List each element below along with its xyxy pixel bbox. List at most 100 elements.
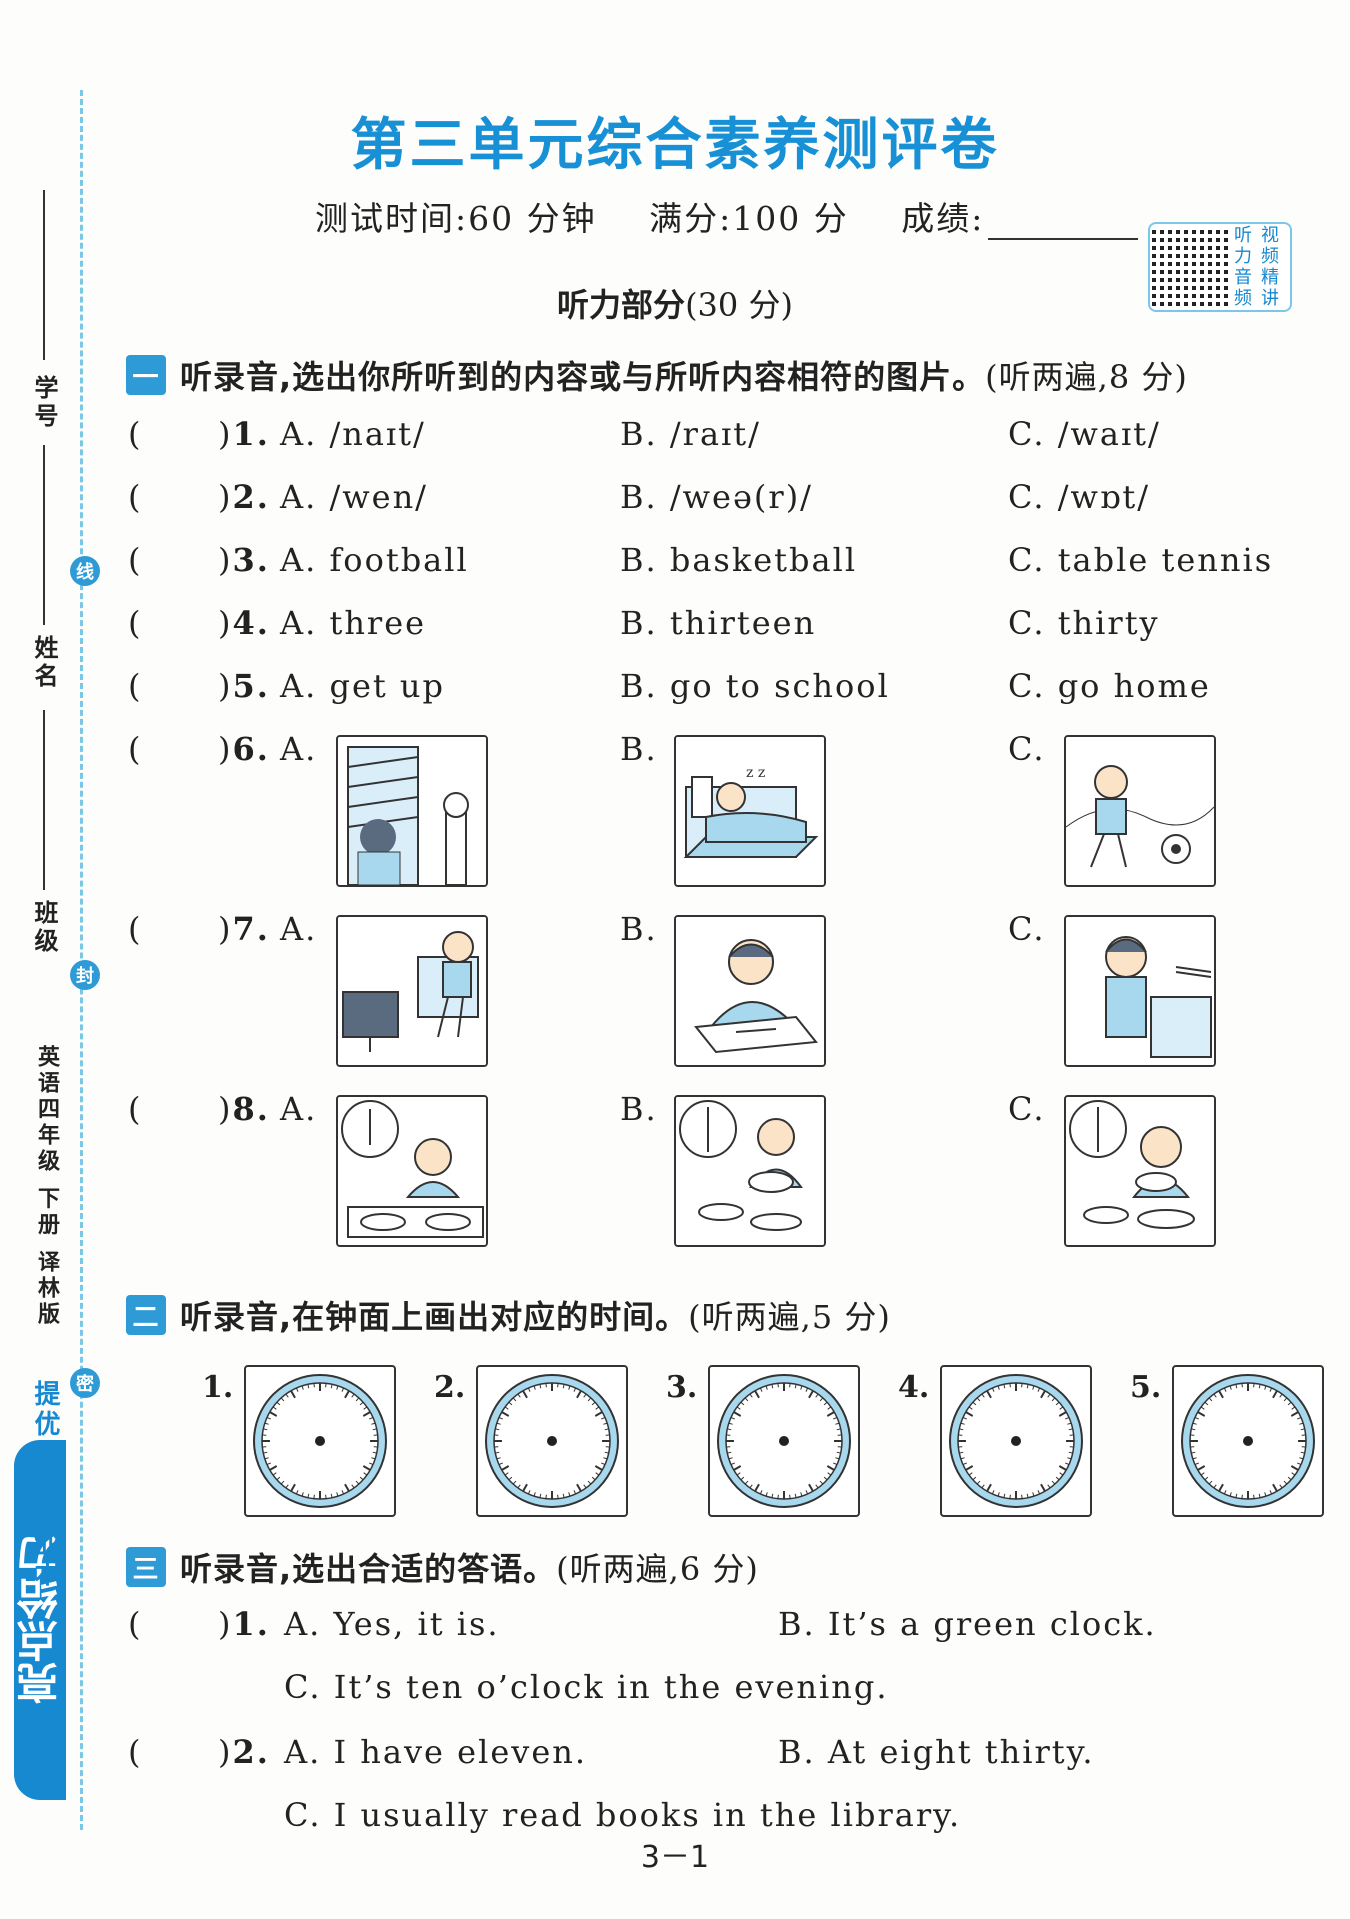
brand-subtitle: 提优课时作业本 xyxy=(30,1380,60,1590)
seal-mark: 封 xyxy=(70,960,100,990)
answer-paren-open[interactable]: ( xyxy=(128,730,141,768)
picture-option-c[interactable] xyxy=(1064,915,1216,1067)
option-b[interactable]: B. thirteen xyxy=(620,604,817,642)
question-number-text: 1. xyxy=(232,415,270,453)
clock-face[interactable] xyxy=(244,1365,396,1517)
question-number-text: 5. xyxy=(232,667,270,705)
clock-icon xyxy=(485,1374,619,1508)
option-c[interactable]: C. go home xyxy=(1008,667,1211,705)
qr-caption-char: 精 xyxy=(1261,267,1279,288)
option-a[interactable]: A. three xyxy=(280,604,427,642)
clock-number: 5. xyxy=(1130,1370,1162,1405)
picture-option-a[interactable] xyxy=(336,735,488,887)
illustration xyxy=(1066,917,1214,1065)
clock-face[interactable] xyxy=(476,1365,628,1517)
option-c[interactable]: C. It’s ten o’clock in the evening. xyxy=(284,1668,889,1706)
qr-caption-char: 听 xyxy=(1234,225,1252,246)
name-label: 姓名 xyxy=(30,635,58,691)
question-number: )5. xyxy=(218,667,270,705)
paren-close: ) xyxy=(218,541,233,579)
option-b[interactable]: B. basketball xyxy=(620,541,858,579)
illustration xyxy=(338,917,486,1065)
qr-caption: 听视力频音精频讲 xyxy=(1234,224,1288,310)
exam-score-label: 成绩: xyxy=(901,199,985,238)
option-b[interactable]: B. xyxy=(620,910,658,948)
answer-paren-open[interactable]: ( xyxy=(128,1605,141,1643)
exam-time: 测试时间:60 分钟 xyxy=(315,199,597,238)
option-a[interactable]: A. xyxy=(280,910,318,948)
option-b[interactable]: B. /raɪt/ xyxy=(620,415,761,453)
answer-paren-open[interactable]: ( xyxy=(128,604,141,642)
option-c[interactable]: C. /wɒt/ xyxy=(1008,478,1150,516)
question-number-text: 1. xyxy=(232,1605,270,1643)
page-title: 第三单元综合素养测评卷 xyxy=(350,112,1000,178)
option-a[interactable]: A. /wen/ xyxy=(280,478,428,516)
picture-option-a[interactable] xyxy=(336,1095,488,1247)
section-number: 一 xyxy=(126,355,166,395)
answer-paren-open[interactable]: ( xyxy=(128,910,141,948)
score-blank[interactable] xyxy=(988,238,1139,240)
option-b[interactable]: B. /weə(r)/ xyxy=(620,478,813,516)
option-a[interactable]: A. xyxy=(280,730,318,768)
picture-option-b[interactable] xyxy=(674,915,826,1067)
paren-close: ) xyxy=(218,1090,233,1128)
picture-option-c[interactable] xyxy=(1064,1095,1216,1247)
picture-option-a[interactable] xyxy=(336,915,488,1067)
option-b[interactable]: B. go to school xyxy=(620,667,890,705)
clock-face[interactable] xyxy=(940,1365,1092,1517)
paren-close: ) xyxy=(218,730,233,768)
paren-close: ) xyxy=(218,910,233,948)
section-3-heading: 三 听录音,选出合适的答语。(听两遍,6 分) xyxy=(126,1544,759,1590)
illustration xyxy=(676,1097,824,1245)
listening-title-text: 听力部分 xyxy=(557,286,686,324)
question-number-text: 2. xyxy=(232,1733,270,1771)
option-c[interactable]: C. table tennis xyxy=(1008,541,1274,579)
answer-paren-open[interactable]: ( xyxy=(128,1733,141,1771)
answer-paren-open[interactable]: ( xyxy=(128,415,141,453)
exam-meta: 测试时间:60 分钟 满分:100 分 成绩: xyxy=(315,192,1178,240)
option-c[interactable]: C. I usually read books in the library. xyxy=(284,1796,962,1834)
page-number: 3－1 xyxy=(640,1840,710,1875)
illustration xyxy=(1066,1097,1214,1245)
answer-paren-open[interactable]: ( xyxy=(128,541,141,579)
option-a[interactable]: A. get up xyxy=(280,667,445,705)
picture-option-b[interactable]: z z xyxy=(674,735,826,887)
clock-number: 3. xyxy=(666,1370,698,1405)
answer-paren-open[interactable]: ( xyxy=(128,667,141,705)
answer-paren-open[interactable]: ( xyxy=(128,1090,141,1128)
picture-option-b[interactable] xyxy=(674,1095,826,1247)
option-c[interactable]: C. xyxy=(1008,1090,1046,1128)
name-line xyxy=(43,710,45,890)
qr-code-box[interactable]: 听视力频音精频讲 xyxy=(1148,222,1292,312)
illustration: z z xyxy=(676,737,824,885)
question-number-text: 7. xyxy=(232,910,270,948)
question-number: )7. xyxy=(218,910,270,948)
listening-score: (30 分) xyxy=(685,286,793,324)
name-line-upper xyxy=(43,445,45,625)
picture-option-c[interactable] xyxy=(1064,735,1216,887)
answer-paren-open[interactable]: ( xyxy=(128,478,141,516)
option-c[interactable]: C. thirty xyxy=(1008,604,1160,642)
option-a[interactable]: A. football xyxy=(280,541,469,579)
question-number: )1. xyxy=(218,415,270,453)
clock-face[interactable] xyxy=(708,1365,860,1517)
option-b[interactable]: B. xyxy=(620,1090,658,1128)
question-number-text: 4. xyxy=(232,604,270,642)
option-a[interactable]: A. xyxy=(280,1090,318,1128)
option-a[interactable]: A. /naɪt/ xyxy=(280,415,426,453)
option-c[interactable]: C. /waɪt/ xyxy=(1008,415,1161,453)
section-text: 听录音,在钟面上画出对应的时间。 xyxy=(180,1298,689,1336)
question-number: )1. xyxy=(218,1605,270,1643)
option-c[interactable]: C. xyxy=(1008,910,1046,948)
option-b[interactable]: B. At eight thirty. xyxy=(778,1733,1095,1771)
option-a[interactable]: A. I have eleven. xyxy=(284,1733,588,1771)
option-b[interactable]: B. xyxy=(620,730,658,768)
clock-face[interactable] xyxy=(1172,1365,1324,1517)
student-number-label: 学号 xyxy=(30,375,58,431)
exam-full-score: 满分:100 分 xyxy=(649,199,849,238)
option-a[interactable]: A. Yes, it is. xyxy=(284,1605,500,1643)
option-c[interactable]: C. xyxy=(1008,730,1046,768)
option-b[interactable]: B. It’s a green clock. xyxy=(778,1605,1157,1643)
paren-close: ) xyxy=(218,1733,233,1771)
section-2-heading: 二 听录音,在钟面上画出对应的时间。(听两遍,5 分) xyxy=(126,1292,891,1338)
